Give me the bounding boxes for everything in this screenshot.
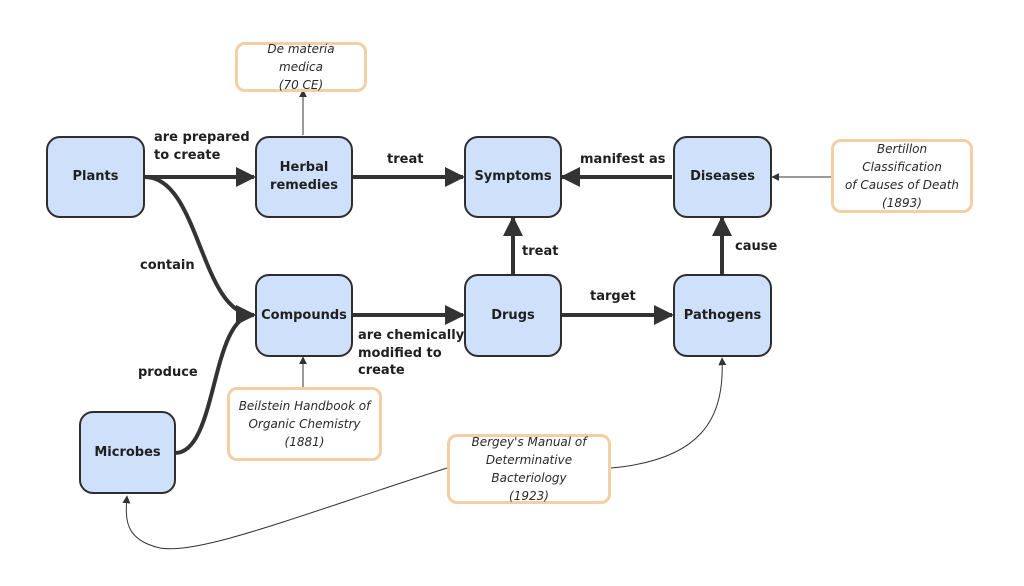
edge-label-cause: cause: [735, 239, 778, 254]
source-bergeys-manual[interactable]: Bergey's Manual of Determinative Bacteri…: [447, 434, 611, 504]
node-herbal-remedies-label: Herbal remedies: [270, 160, 338, 193]
edge-label-contain: contain: [140, 258, 195, 273]
node-drugs-label: Drugs: [491, 307, 535, 323]
edge-label-chemically-modified: are chemically modified to create: [358, 328, 465, 379]
source-bertillon-classification[interactable]: Bertillon Classification of Causes of De…: [831, 139, 973, 213]
node-pathogens[interactable]: Pathogens: [673, 274, 772, 357]
edge-label-manifest-as: manifest as: [580, 152, 666, 167]
node-diseases[interactable]: Diseases: [673, 136, 772, 218]
node-herbal-remedies[interactable]: Herbal remedies: [255, 136, 353, 218]
source-de-materia-medica[interactable]: De materia medica (70 CE): [235, 42, 367, 92]
node-symptoms[interactable]: Symptoms: [464, 136, 562, 218]
node-compounds-label: Compounds: [261, 307, 347, 323]
link-bergey-microbes: [122, 467, 448, 550]
edge-label-treat-herbal: treat: [387, 152, 424, 167]
edge-plants-compounds: [144, 175, 256, 325]
node-microbes[interactable]: Microbes: [79, 411, 176, 494]
edge-label-target: target: [590, 289, 636, 304]
node-compounds[interactable]: Compounds: [255, 274, 353, 357]
source-beilstein-handbook[interactable]: Beilstein Handbook of Organic Chemistry …: [227, 387, 382, 461]
edge-label-treat-drugs: treat: [522, 244, 559, 259]
node-plants[interactable]: Plants: [46, 136, 145, 218]
node-diseases-label: Diseases: [690, 169, 755, 185]
link-bergey-pathogens: [610, 357, 727, 469]
node-symptoms-label: Symptoms: [474, 169, 552, 185]
source-beilstein-handbook-text: Beilstein Handbook of Organic Chemistry …: [238, 399, 371, 449]
source-bertillon-classification-text: Bertillon Classification of Causes of De…: [844, 142, 960, 210]
source-de-materia-medica-text: De materia medica (70 CE): [267, 42, 335, 92]
node-drugs[interactable]: Drugs: [464, 274, 562, 357]
edge-label-produce: produce: [138, 365, 198, 380]
node-microbes-label: Microbes: [94, 444, 161, 460]
edge-label-are-prepared-to-create: are prepared to create: [154, 130, 250, 163]
node-plants-label: Plants: [72, 169, 119, 185]
source-bergeys-manual-text: Bergey's Manual of Determinative Bacteri…: [471, 435, 587, 503]
edge-microbes-compounds: [174, 305, 256, 455]
node-pathogens-label: Pathogens: [683, 307, 762, 323]
